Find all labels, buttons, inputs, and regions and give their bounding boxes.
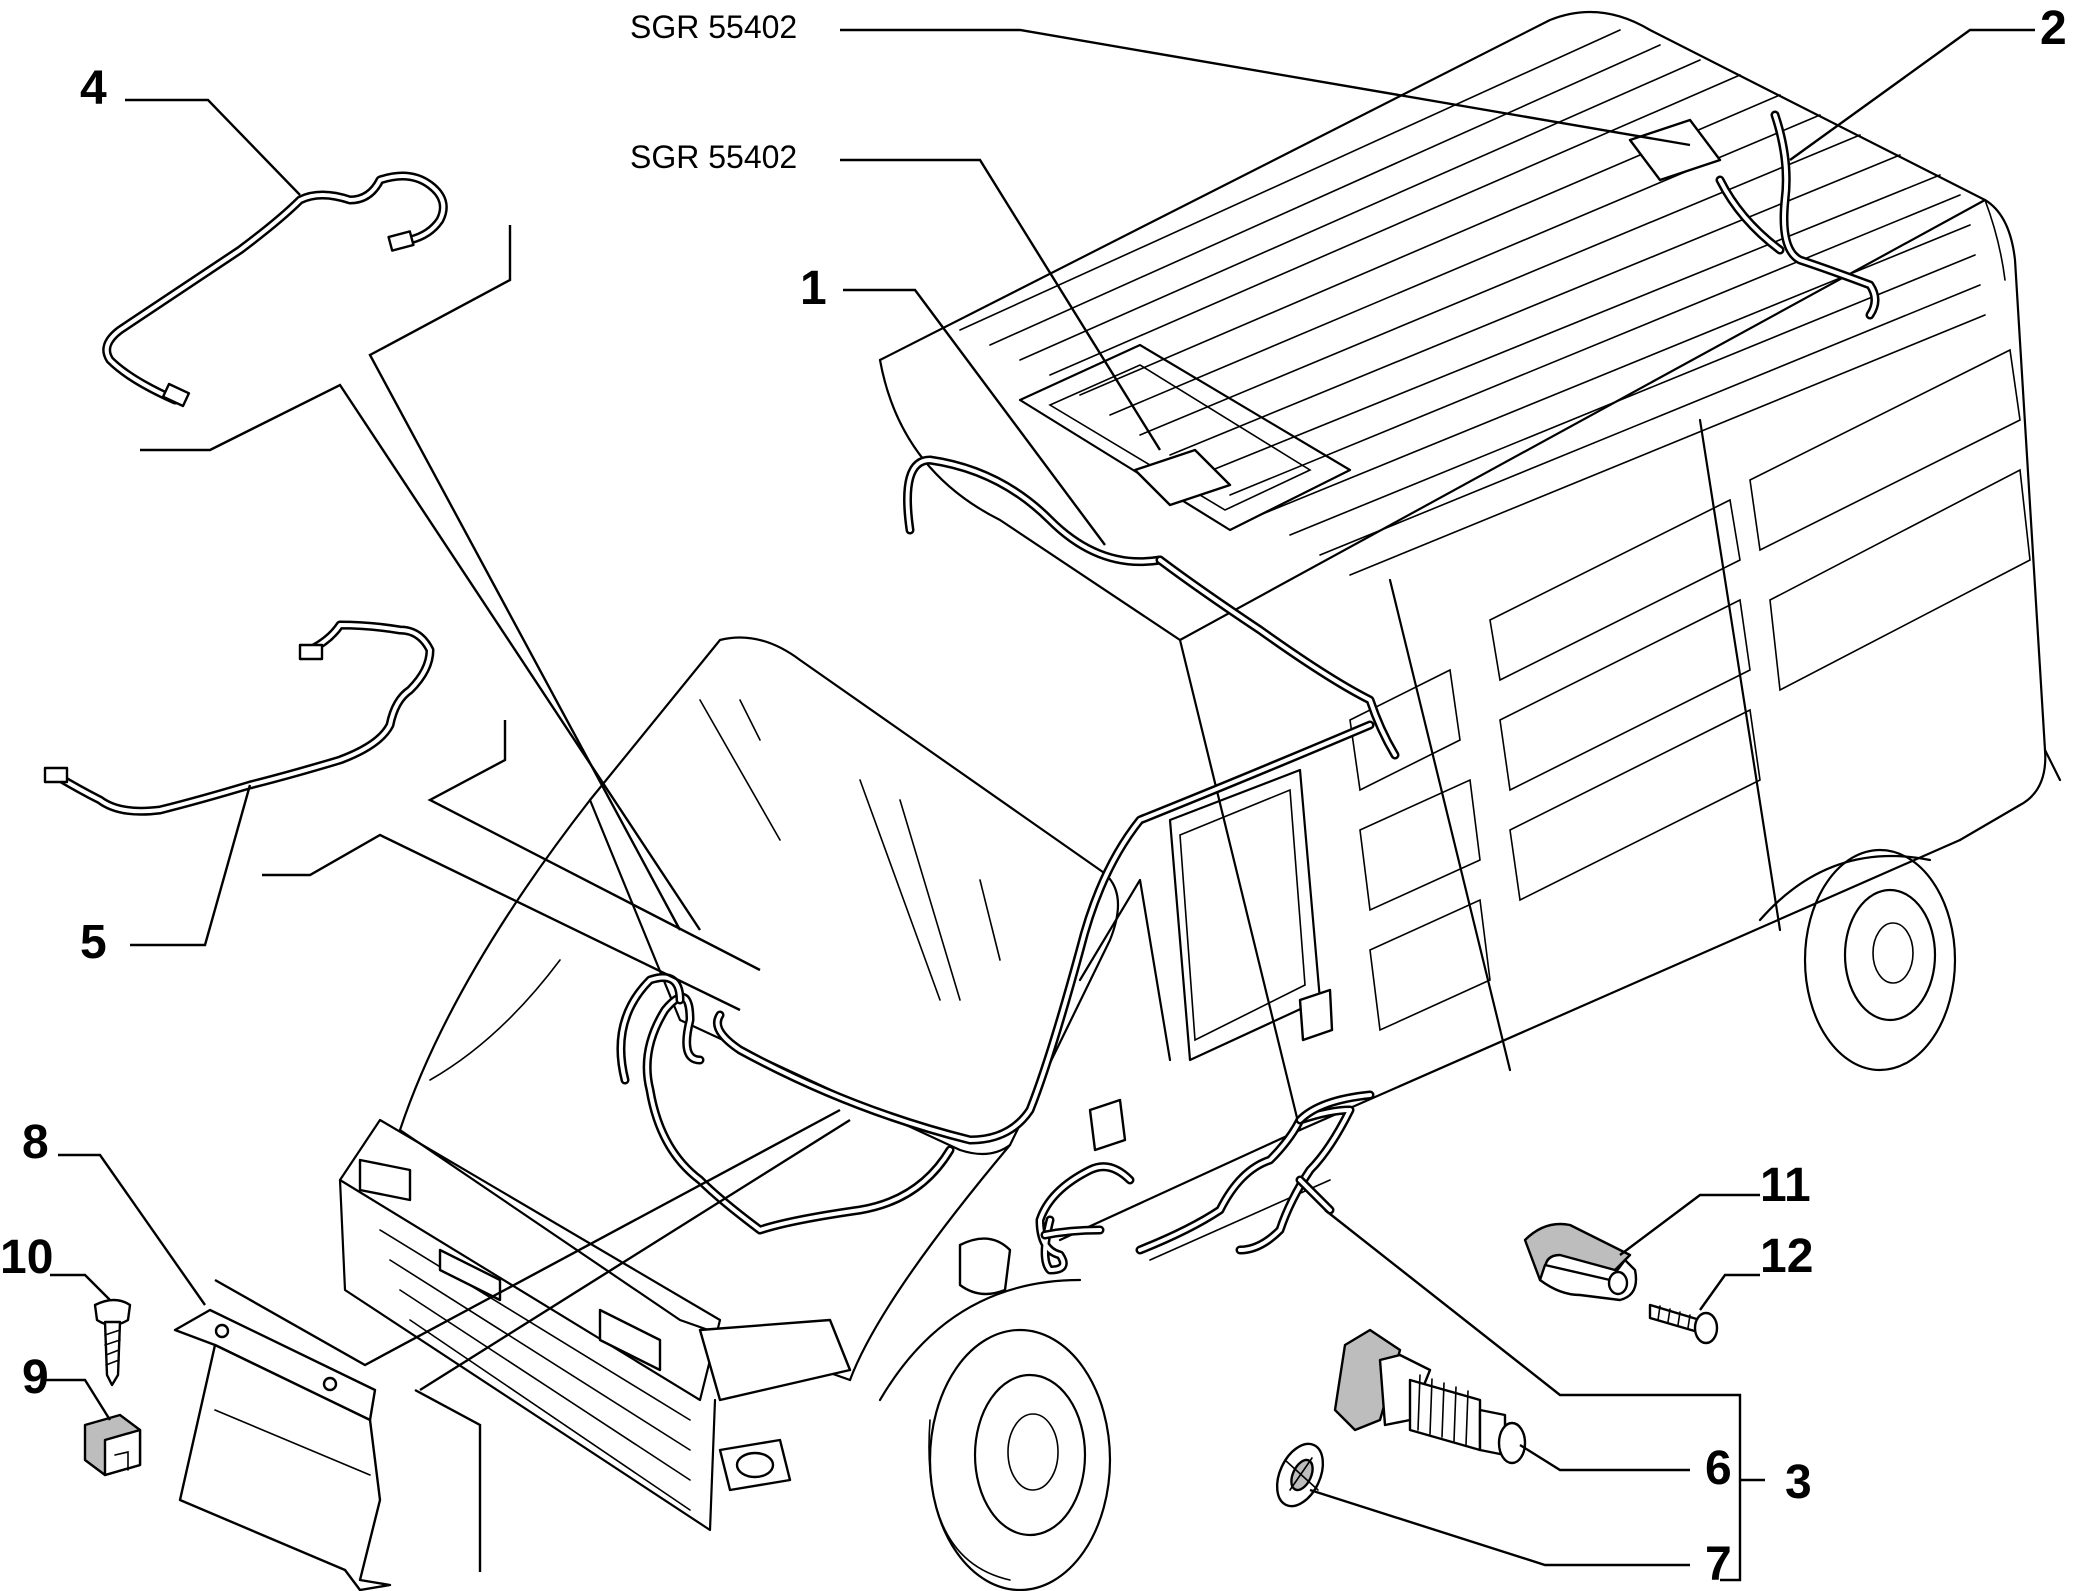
callout-2: 2 [2040,2,2067,55]
switch-part-6 [1333,1328,1527,1465]
callout-6: 6 [1705,1442,1732,1495]
bracket-part-8 [173,1308,392,1591]
callout-sgr-top: SGR 55402 [630,9,797,45]
callout-12: 12 [1760,1230,1813,1283]
van-illustration [338,10,2062,1591]
van-wiring [616,110,1880,1275]
washer-part-7 [1275,1442,1325,1508]
callout-8: 8 [22,1116,49,1169]
screw-part-10 [93,1298,132,1387]
callout-sgr-second: SGR 55402 [630,139,797,175]
callout-1: 1 [800,262,827,315]
callout-10: 10 [0,1231,53,1284]
harness-5 [43,620,435,816]
callout-5: 5 [80,916,107,969]
callout-3: 3 [1785,1456,1812,1509]
leader-lines [45,28,2035,1582]
bracket-part-11 [1523,1222,1638,1302]
roof-ribs [959,29,1986,576]
clip-part-9 [83,1413,142,1477]
callout-7: 7 [1705,1538,1732,1591]
screw-part-12 [1648,1303,1719,1345]
callout-11: 11 [1760,1159,1811,1212]
harness-4 [102,171,448,408]
callout-4: 4 [80,62,107,115]
callout-9: 9 [22,1351,49,1404]
